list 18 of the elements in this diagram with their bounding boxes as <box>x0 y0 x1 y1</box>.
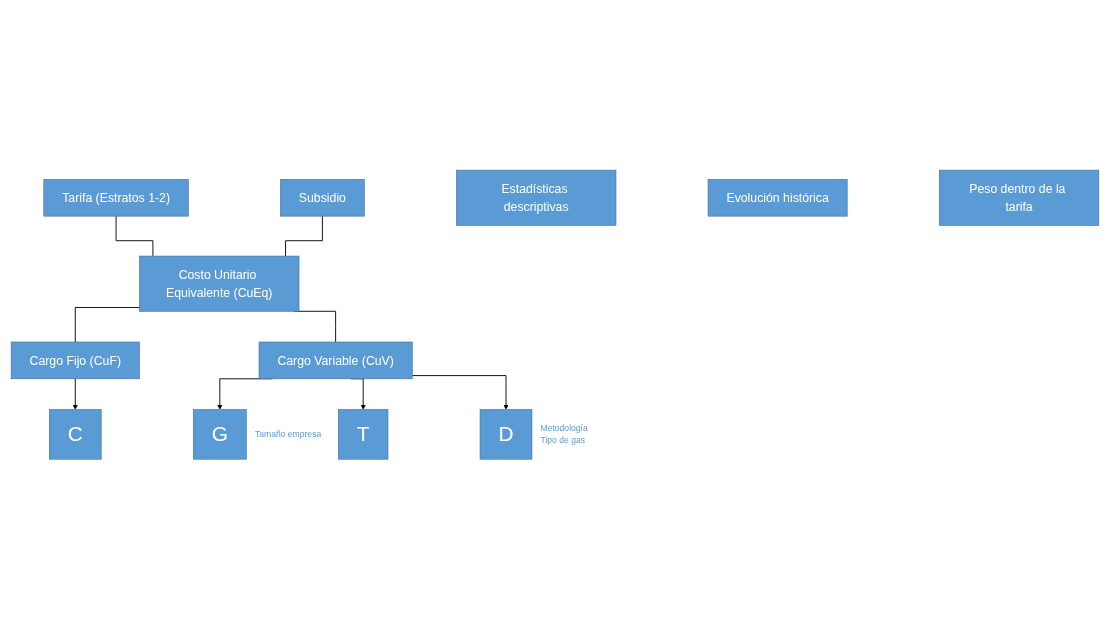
annotation-text: Tipo de gas <box>540 434 585 445</box>
connector <box>74 306 140 343</box>
node-box: Estadísticas descriptivas <box>455 169 616 226</box>
node-box: Evolución histórica <box>707 178 847 217</box>
node-box: Tarifa (Estratos 1-2) <box>42 178 189 217</box>
annotation-text: Tamaño empresa <box>254 428 321 439</box>
node-box: D <box>479 409 532 460</box>
node-box: T <box>337 409 388 460</box>
node-box: G <box>192 409 247 460</box>
node-box: Peso dentro de la tarifa <box>938 169 1099 226</box>
connector <box>284 215 323 257</box>
node-box: Cargo Variable (CuV) <box>258 341 413 379</box>
node-box: C <box>48 409 102 460</box>
connector <box>115 215 153 257</box>
annotation-text: Metodología <box>540 422 588 433</box>
node-box: Costo Unitario Equivalente (CuEq) <box>138 255 299 312</box>
node-box: Cargo Fijo (CuF) <box>10 341 140 379</box>
node-box: Subsidio <box>279 178 365 217</box>
